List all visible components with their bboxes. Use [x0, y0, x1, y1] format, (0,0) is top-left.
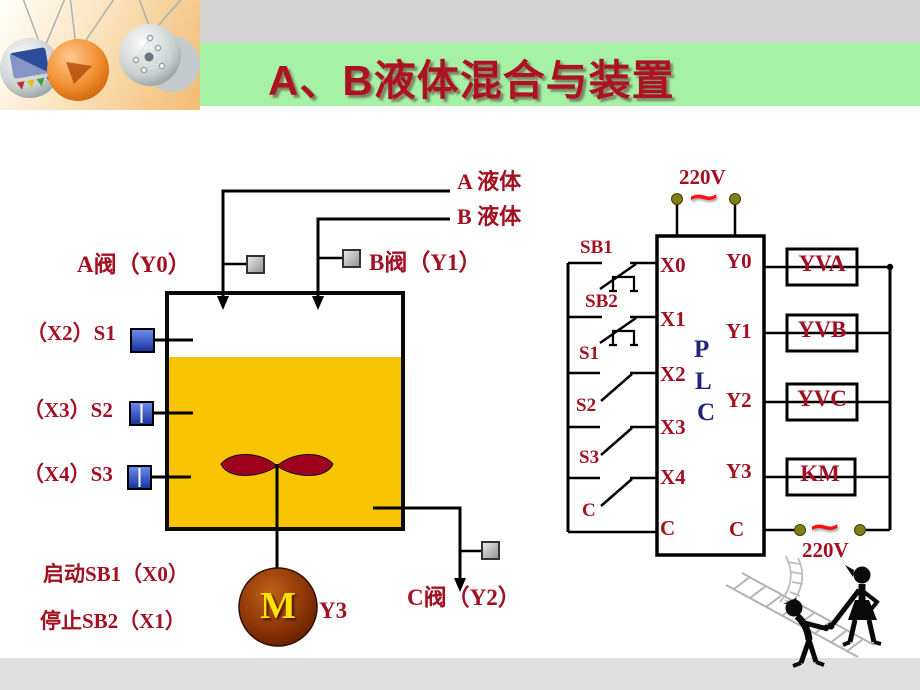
bottom-ac-symbol-icon: ~	[807, 510, 842, 545]
top-terminal-right-icon	[729, 193, 741, 205]
terminal-y2: Y2	[726, 388, 752, 412]
output-bus-node	[886, 263, 894, 271]
bottom-terminal-right-icon	[854, 524, 866, 536]
plc-wiring-diagram	[566, 193, 894, 557]
coil-label-yvc: YVC	[797, 386, 847, 411]
terminal-x1: X1	[660, 307, 686, 331]
valve-c-label: C阀（Y2）	[407, 585, 521, 610]
feed-a-label: A 液体	[457, 169, 522, 194]
input-device-s2: S2	[576, 395, 597, 416]
feed-b-label: B 液体	[457, 204, 522, 229]
terminal-x2: X2	[660, 362, 686, 386]
agitator-blade-right	[276, 453, 334, 476]
motor-output-label: Y3	[319, 598, 348, 623]
coil-label-km: KM	[800, 461, 840, 486]
contact-sb2	[568, 315, 657, 347]
stop-button-label: 停止SB2（X1）	[40, 609, 186, 633]
contact-sb1	[568, 261, 657, 293]
molecule-icon	[132, 34, 166, 74]
bottom-terminal-left-icon	[794, 524, 806, 536]
top-ac-symbol-icon: ~	[686, 180, 721, 215]
plc-letter-p: P	[694, 336, 710, 363]
sensor-low-label: （X4）S3	[23, 462, 113, 486]
pipe-b-arrow-icon	[312, 296, 324, 310]
pipe-a-arrow-icon	[217, 296, 229, 310]
header-gray-strip	[200, 0, 920, 43]
input-common-label: C	[582, 500, 596, 521]
sensor-mid-label: （X3）S2	[23, 398, 113, 422]
top-voltage-label: 220V	[679, 165, 726, 189]
figure-left	[783, 598, 830, 668]
pendulum-strings	[22, 0, 182, 47]
terminal-y1: Y1	[726, 319, 752, 343]
ladder-track	[725, 572, 875, 658]
top-terminal-left-icon	[671, 193, 683, 205]
valve-a-label: A阀（Y0）	[77, 252, 191, 277]
sensor-s1-icon	[130, 328, 155, 353]
valve-a-icon	[246, 255, 265, 274]
terminal-x0: X0	[660, 253, 686, 277]
handshake-clipart	[725, 555, 882, 668]
coil-label-yvb: YVB	[797, 317, 847, 342]
terminal-c-input: C	[660, 516, 676, 540]
bottom-voltage-label: 220V	[802, 538, 849, 562]
footer-bar	[0, 658, 920, 690]
terminal-c-output: C	[729, 517, 745, 541]
orange-ball-mark	[66, 62, 92, 84]
input-device-sb2: SB2	[585, 291, 618, 312]
pipe-c	[373, 506, 462, 580]
terminal-x3: X3	[660, 415, 686, 439]
terminal-y3: Y3	[726, 459, 752, 483]
terminal-y0: Y0	[726, 249, 752, 273]
valve-b-label: B阀（Y1）	[369, 250, 482, 275]
terminal-x4: X4	[660, 465, 686, 489]
motor-letter: M	[260, 585, 296, 627]
pipe-a	[221, 189, 450, 296]
valve-b-icon	[342, 249, 361, 268]
input-device-sb1: SB1	[580, 237, 613, 258]
title-bar: A、B液体混合与装置	[200, 43, 920, 106]
valve-c-icon	[481, 541, 500, 560]
sensor-s3-icon	[127, 465, 152, 490]
curved-ladder	[779, 555, 804, 607]
sensor-high-label: （X2）S1	[26, 321, 116, 345]
input-device-s1: S1	[579, 343, 600, 364]
figure-right	[827, 565, 882, 647]
plc-letter-l: L	[695, 368, 712, 395]
agitator-blade-left	[220, 453, 278, 476]
start-button-label: 启动SB1（X0）	[43, 562, 189, 586]
tank-body	[165, 291, 405, 531]
input-device-s3: S3	[579, 447, 600, 468]
coil-label-yva: YVA	[798, 251, 846, 276]
page-title: A、B液体混合与装置	[268, 57, 675, 104]
plc-letter-c: C	[697, 399, 716, 426]
pendulum-clipart-art	[0, 0, 200, 101]
sensor-s2-icon	[129, 401, 154, 426]
pendulum-clipart	[0, 0, 200, 110]
tank-liquid	[169, 357, 401, 527]
sap-logo-icon	[9, 47, 55, 90]
